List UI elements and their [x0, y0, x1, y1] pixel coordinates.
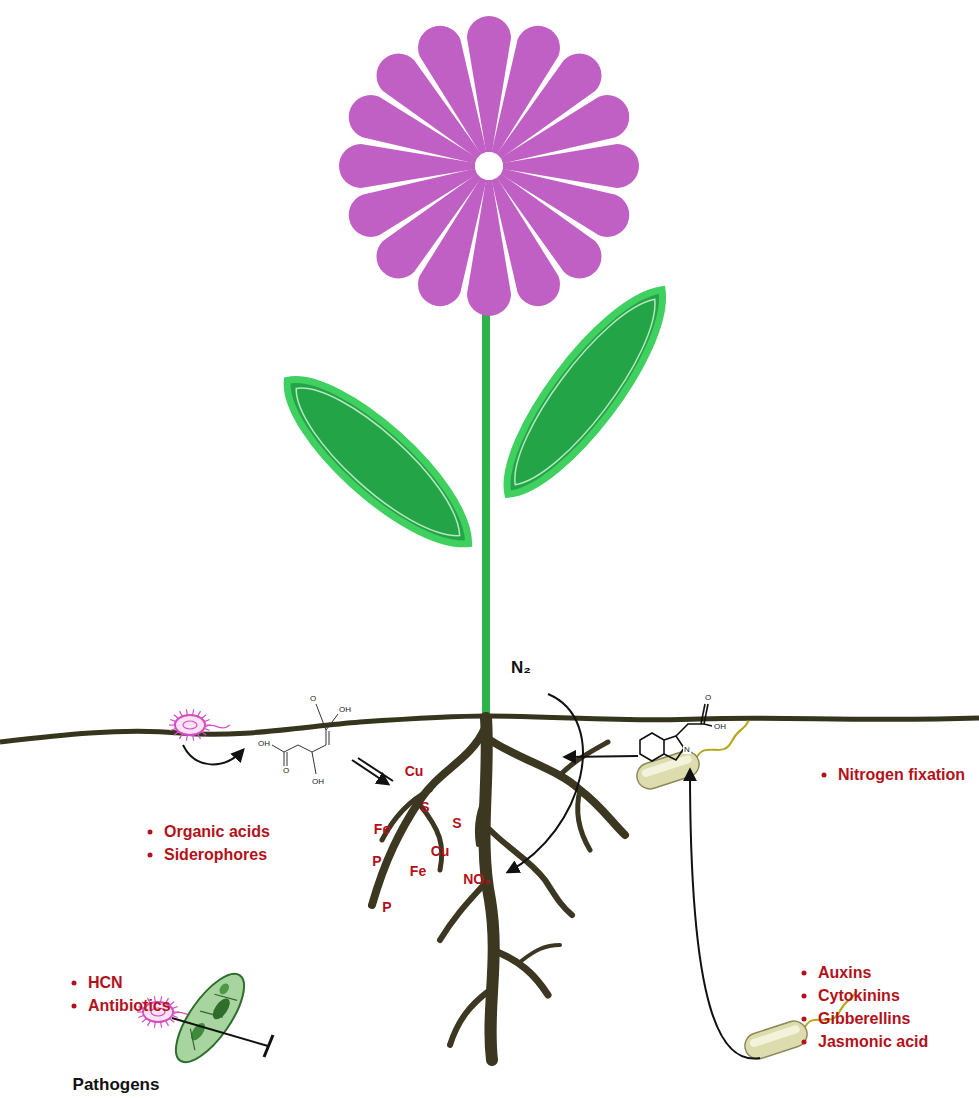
nutrient-label: Cu [405, 764, 424, 779]
atom-label: OH [713, 723, 727, 732]
nutrient-label: Fe [374, 822, 390, 837]
atom-label: OH [257, 740, 271, 749]
petal [411, 19, 504, 161]
bacterium [631, 721, 760, 793]
atom-label: OH [311, 778, 325, 787]
stem [482, 300, 490, 722]
arrows [172, 694, 760, 1059]
nutrient-label: S [420, 800, 429, 815]
nutrient-label: Fe [410, 864, 426, 879]
nutrient-label: NO₃ [463, 872, 490, 887]
atom-label: O [704, 694, 712, 703]
nitrogen-gas: N₂ [511, 659, 531, 678]
nutrient-label: P [382, 900, 391, 915]
indole-acetic-acid-structure [640, 704, 712, 761]
function-label: Cytokinins [818, 987, 900, 1005]
flower [339, 16, 639, 316]
roots [372, 718, 625, 1060]
flower-center [482, 159, 496, 173]
pathogen [164, 964, 256, 1072]
atom-label: O [309, 695, 317, 704]
function-label: Organic acids [164, 823, 270, 841]
function-label: Antibiotics [88, 997, 171, 1015]
function-label: Gibberellins [818, 1010, 910, 1028]
function-label: Jasmonic acid [818, 1033, 928, 1051]
malic-acid-structure [272, 704, 338, 774]
nutrient-label: S [452, 816, 461, 831]
function-label: Auxins [818, 964, 871, 982]
atom-label: O [282, 767, 290, 776]
function-label: Nitrogen fixation [838, 766, 965, 784]
atom-label: N [683, 746, 691, 755]
leaf [482, 270, 688, 513]
pathogen-label: Pathogens [73, 1076, 160, 1095]
bacterium [169, 709, 230, 741]
nutrient-label: Cu [431, 844, 450, 859]
leaf [265, 355, 491, 568]
nutrient-label: P [372, 854, 381, 869]
bullet-dots [72, 773, 827, 1045]
atom-label: OH [338, 706, 352, 715]
function-label: Siderophores [164, 846, 267, 864]
function-label: HCN [88, 974, 123, 992]
